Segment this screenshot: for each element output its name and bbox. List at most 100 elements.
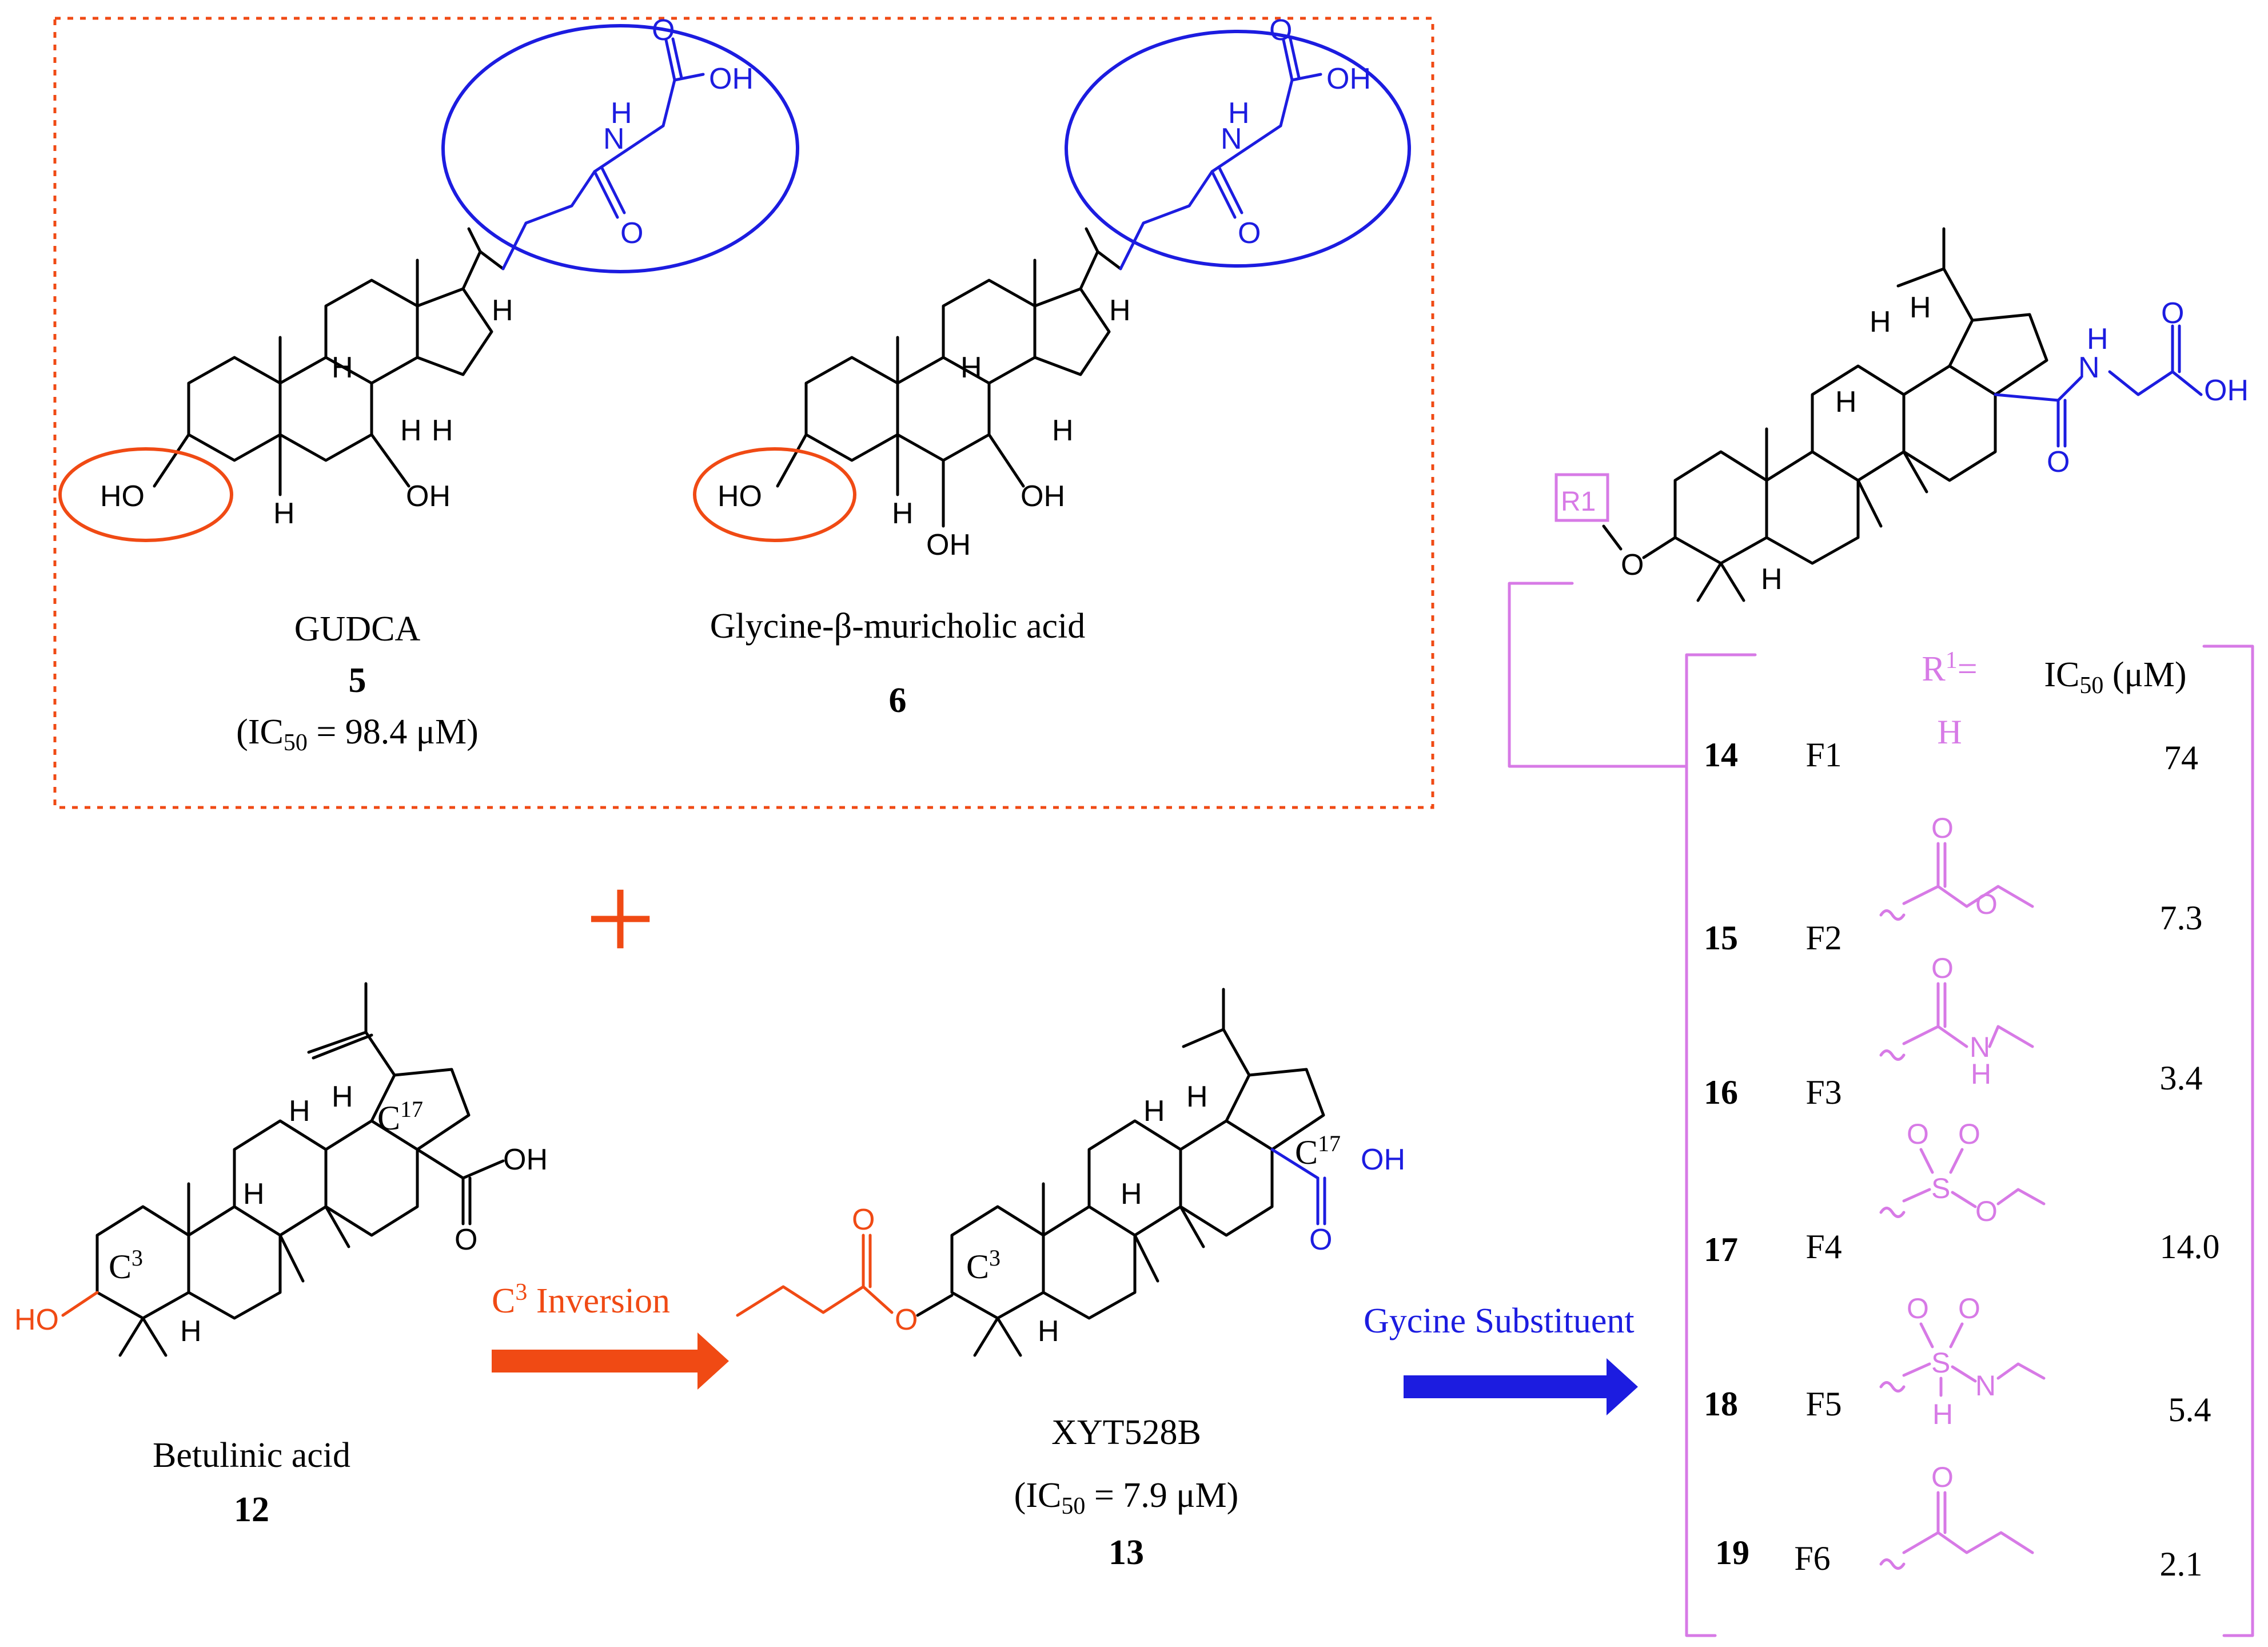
general-structure: O R1 O N H O OH H H H H (1554, 227, 2249, 602)
row-16-nh-h: H (1971, 1058, 1991, 1090)
muri-3oh-highlight (693, 447, 856, 542)
betulinic-h5: H (180, 1315, 202, 1348)
row-16-n: N (1970, 1031, 1990, 1063)
xyt-h2: H (1186, 1080, 1208, 1113)
muri-3-ho: HO (718, 480, 762, 513)
row-17-id: 17 (1704, 1231, 1738, 1268)
gudca-number: 5 (349, 661, 366, 700)
gudca-h17: H (492, 294, 513, 327)
row-15-r1-structure: O O (1879, 812, 2034, 921)
general-h5: H (1761, 563, 1783, 596)
general-acid-o: O (2161, 297, 2184, 330)
row-15-code: F2 (1805, 919, 1841, 957)
muri-h9: H (960, 351, 982, 384)
row-18-id: 18 (1704, 1385, 1738, 1423)
row-18-o1: O (1907, 1292, 1929, 1324)
row-17-o1: O (1907, 1118, 1929, 1150)
betulinic-h2: H (332, 1080, 353, 1113)
muri-acid-oh: OH (1326, 62, 1371, 96)
betulinic-h3: H (243, 1177, 265, 1211)
row-15-o2: O (1975, 888, 1998, 920)
gudca-h8: H (400, 414, 422, 447)
muri-amide-o: O (1238, 217, 1261, 250)
muri-acid-o: O (1269, 14, 1292, 47)
row-15-id: 15 (1704, 919, 1738, 957)
table-left-bracket (1685, 653, 1757, 1637)
gudca-nh: N (603, 122, 625, 156)
xyt-acid-o: O (1309, 1223, 1332, 1256)
row-17-ic50: 14.0 (2160, 1228, 2220, 1266)
inversion-label: C3 Inversion (492, 1279, 670, 1320)
row-14-ic50: 74 (2164, 739, 2198, 777)
header-ic50: IC50 (μM) (2044, 655, 2186, 699)
row-14-id: 14 (1704, 736, 1738, 774)
general-h3: H (1835, 385, 1857, 419)
glycine-arrow (1404, 1358, 1638, 1415)
gudca-3-ho: HO (100, 480, 145, 513)
gudca-acid-oh: OH (709, 62, 754, 96)
general-nh-h: H (2087, 323, 2108, 356)
row-18-n: N (1975, 1370, 1996, 1402)
xyt-h3: H (1121, 1177, 1142, 1211)
row-19-o: O (1931, 1461, 1954, 1493)
betulinic-structure: HO OH O H H H H C3 C17 (14, 982, 548, 1357)
muri-6-oh: OH (926, 528, 971, 562)
xyt528b-structure: O O OH O H H H H C3 C17 (736, 988, 1405, 1357)
table-right-bracket (2202, 645, 2254, 1637)
muricholic-number: 6 (889, 681, 907, 720)
muricholic-structure: H H H H OH OH HO N H O O OH (693, 14, 1411, 562)
general-amide-o: O (2047, 445, 2070, 479)
gudca-nh-h: H (611, 97, 632, 130)
row-14-r1: H (1937, 713, 1962, 751)
gudca-name: GUDCA (294, 610, 421, 649)
general-h1: H (1870, 305, 1891, 339)
row-18-ic50: 5.4 (2169, 1391, 2211, 1429)
header-r1: R1= (1922, 647, 1977, 689)
gudca-h9: H (332, 351, 353, 384)
general-acid-oh: OH (2204, 374, 2249, 407)
muricholic-name: Glycine-β-muricholic acid (710, 607, 1085, 646)
betulinic-h1: H (289, 1095, 310, 1128)
gudca-h5: H (273, 497, 295, 530)
xyt528b-ic50: (IC50 = 7.9 μM) (1014, 1476, 1239, 1519)
glycine-arrow-label: Gycine Substituent (1364, 1302, 1635, 1340)
muri-7-oh: OH (1021, 480, 1065, 513)
row-19-ic50: 2.1 (2160, 1545, 2203, 1583)
betulinic-3-ho: HO (14, 1303, 59, 1336)
betulinic-acid-oh: OH (503, 1143, 548, 1176)
row-17-s: S (1931, 1172, 1950, 1204)
xyt-h5: H (1038, 1315, 1059, 1348)
row-15-o1: O (1931, 812, 1954, 844)
row-19-r1-structure: O (1879, 1461, 2034, 1570)
row-16-r1-structure: O N H (1879, 952, 2034, 1090)
betulinic-number: 12 (234, 1490, 269, 1529)
r1-box (1554, 473, 1609, 522)
xyt528b-name: XYT528B (1051, 1413, 1201, 1452)
muri-glycine-highlight (1065, 30, 1411, 268)
muri-h14: H (1052, 414, 1074, 447)
row-16-code: F3 (1805, 1073, 1841, 1111)
gudca-glycine-highlight (441, 24, 799, 273)
inversion-arrow (492, 1332, 729, 1390)
row-17-code: F4 (1805, 1228, 1841, 1266)
xyt-acid-oh: OH (1361, 1143, 1405, 1176)
xyt-h1: H (1143, 1095, 1165, 1128)
xyt-c3-label: C3 (966, 1245, 1001, 1286)
ester-o: O (895, 1303, 918, 1336)
gudca-ic50: (IC50 = 98.4 μM) (236, 713, 479, 756)
xyt528b-number: 13 (1109, 1533, 1144, 1572)
bile-acid-frame (53, 17, 1434, 809)
betulinic-acid-o: O (455, 1223, 477, 1256)
muri-h5: H (892, 497, 914, 530)
betulinic-c17-label: C17 (377, 1096, 423, 1137)
row-16-ic50: 3.4 (2160, 1059, 2203, 1097)
row-18-s: S (1931, 1347, 1950, 1379)
row-18-r1-structure: S O O H N (1879, 1292, 2046, 1430)
gudca-h14: H (432, 414, 453, 447)
gudca-7-oh: OH (406, 480, 451, 513)
row-14-code: F1 (1805, 736, 1841, 774)
row-17-o2: O (1958, 1118, 1980, 1150)
row-19-code: F6 (1794, 1539, 1830, 1577)
row-18-nh-h: H (1932, 1398, 1953, 1430)
